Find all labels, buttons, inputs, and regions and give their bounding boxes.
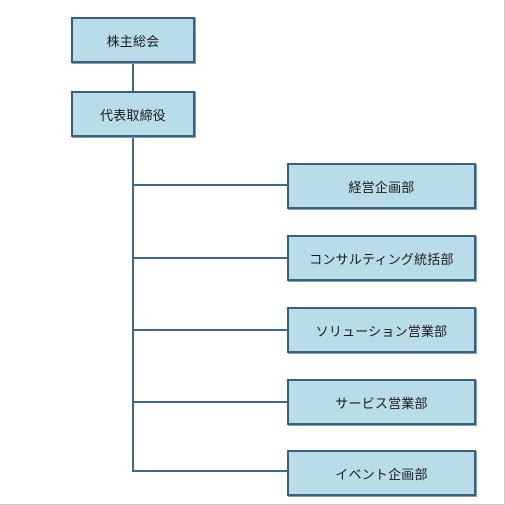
org-box-shareholders-meeting: 株主総会 (71, 17, 195, 63)
org-box-department: 経営企画部 (287, 163, 476, 209)
org-box-representative-director: 代表取締役 (71, 91, 195, 137)
connector-branch-4 (132, 401, 288, 403)
org-box-department: イベント企画部 (287, 450, 476, 496)
org-box-department: ソリューション営業部 (287, 307, 476, 353)
connector-branch-5 (132, 470, 288, 472)
org-box-department: サービス営業部 (287, 379, 476, 425)
connector-branch-1 (132, 184, 288, 186)
connector-trunk (132, 136, 134, 471)
connector-branch-2 (132, 257, 288, 259)
connector-branch-3 (132, 329, 288, 331)
org-box-department: コンサルティング統括部 (287, 235, 476, 281)
connector-shareholders-to-ceo (132, 62, 134, 92)
